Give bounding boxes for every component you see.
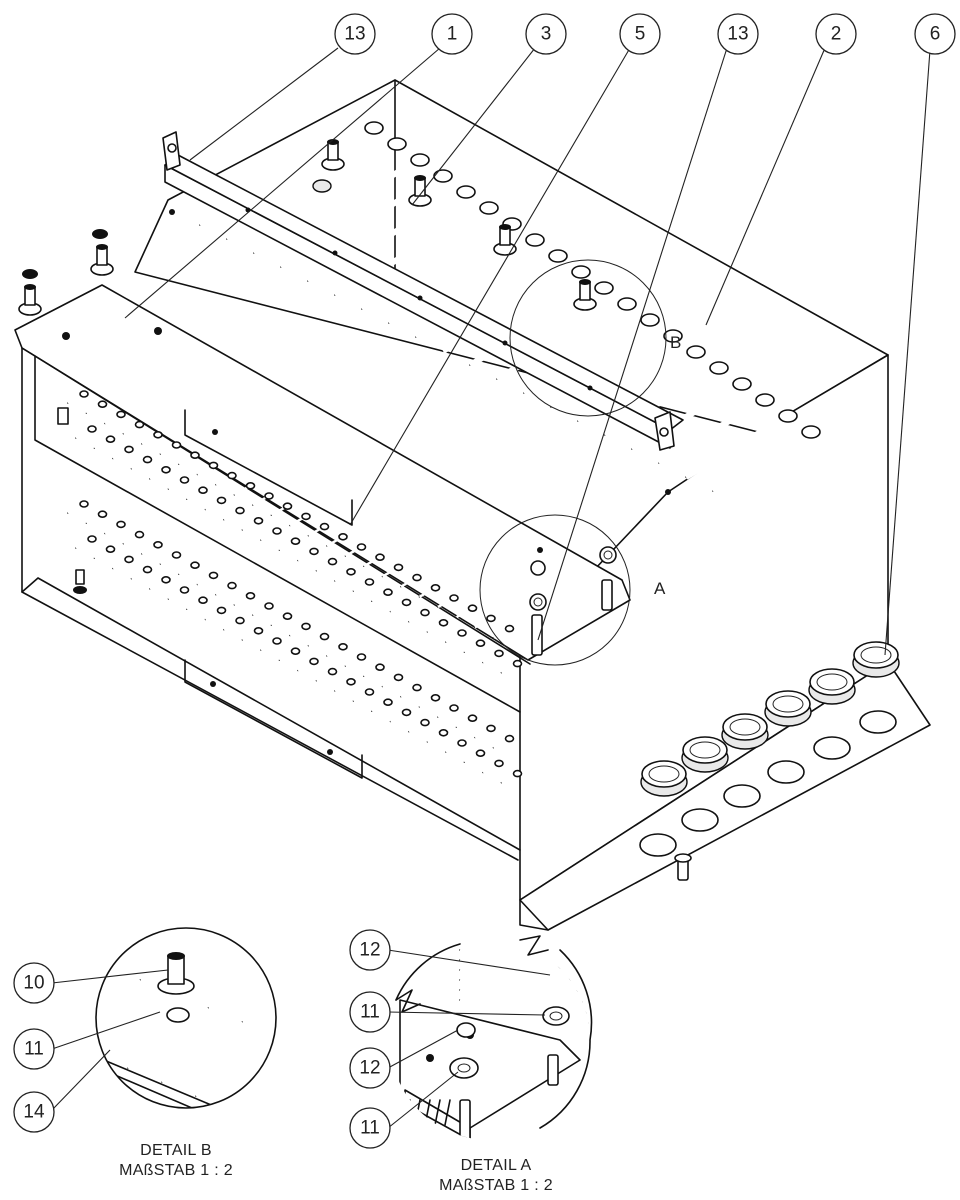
coil-bend	[548, 249, 568, 263]
flange-hole	[813, 736, 851, 760]
flange-hole	[859, 710, 897, 734]
svg-text:14: 14	[23, 1102, 45, 1123]
front-frame	[21, 347, 521, 861]
terminal-pin	[434, 1099, 441, 1126]
flange-hole	[639, 833, 677, 857]
svg-text:5: 5	[635, 24, 646, 45]
standoff	[459, 1099, 471, 1140]
detail-rail	[96, 1059, 276, 1108]
callout-2: 2	[815, 13, 857, 55]
nut	[92, 229, 108, 239]
screw	[57, 407, 69, 425]
screw	[167, 955, 185, 985]
coil-bend	[479, 201, 499, 215]
coil-bend	[778, 409, 798, 423]
svg-text:6: 6	[930, 24, 941, 45]
terminal-pins-lower	[67, 500, 523, 784]
svg-text:13: 13	[344, 24, 365, 45]
terminal-pin	[444, 1099, 451, 1126]
coil-bend	[801, 425, 821, 439]
cable-clip	[312, 179, 332, 193]
svg-text:11: 11	[360, 1002, 380, 1023]
svg-text:3: 3	[541, 24, 552, 45]
cable-grommets	[640, 641, 900, 797]
detail-a-scale: MAßSTAB 1 : 2	[439, 1177, 553, 1194]
svg-text:11: 11	[24, 1039, 44, 1060]
coil-bend	[709, 361, 729, 375]
coil-bend	[364, 121, 384, 135]
svg-text:2: 2	[831, 24, 842, 45]
callout-11-bottom: 11	[349, 1107, 391, 1149]
flange-holes	[639, 710, 897, 857]
coil-bend	[617, 297, 637, 311]
coil-tube	[263, 1063, 276, 1108]
callout-12-bottom: 12	[349, 1047, 391, 1089]
coil-bend	[387, 137, 407, 151]
svg-text:1: 1	[447, 24, 458, 45]
coil-bend	[732, 377, 752, 391]
coil-bend	[525, 233, 545, 247]
flange-screw	[674, 853, 692, 881]
svg-text:10: 10	[23, 973, 44, 994]
callout-11-top: 11	[349, 991, 391, 1033]
svg-text:12: 12	[359, 1058, 380, 1079]
clamping-rail	[162, 131, 684, 451]
main-assembly-view: B A	[14, 47, 931, 931]
callout-5: 5	[619, 13, 661, 55]
coil-bend	[571, 265, 591, 279]
top-leader-lines	[124, 47, 931, 656]
flange-hole	[723, 784, 761, 808]
coil-bend	[410, 153, 430, 167]
detail-a-circle	[479, 514, 631, 666]
callout-13-left: 13	[334, 13, 376, 55]
callout-13-right: 13	[717, 13, 759, 55]
detail-b-title: DETAIL B	[140, 1142, 212, 1159]
nut	[456, 1022, 476, 1038]
callout-6: 6	[914, 13, 956, 55]
callout-3: 3	[525, 13, 567, 55]
callout-11-detail-b: 11	[13, 1028, 55, 1070]
nut	[166, 1007, 190, 1023]
washer	[542, 1006, 570, 1026]
flange-hole	[767, 760, 805, 784]
coil-bend	[433, 169, 453, 183]
detail-b-view: 10 11 14 DETAIL B MAßSTAB 1 : 2	[13, 927, 277, 1179]
callout-12-top: 12	[349, 929, 391, 971]
detail-plate	[399, 999, 581, 1129]
svg-text:13: 13	[727, 24, 748, 45]
callout-10: 10	[13, 962, 55, 1004]
top-callouts: 13 1 3 5 13 2 6	[334, 13, 956, 55]
detail-b-scale: MAßSTAB 1 : 2	[119, 1162, 233, 1179]
callout-1: 1	[431, 13, 473, 55]
detail-a-marker: A	[654, 579, 666, 598]
standoff	[547, 1054, 559, 1086]
nut	[22, 269, 38, 279]
detail-b-marker: B	[670, 333, 681, 352]
coil-bend	[755, 393, 775, 407]
detail-a-view: 12 11 12 11 DETAIL A MAßSTAB 1 : 2	[349, 929, 593, 1194]
coil-bend	[640, 313, 660, 327]
svg-text:12: 12	[359, 940, 380, 961]
coil-bend	[594, 281, 614, 295]
detail-b-circle	[509, 259, 667, 417]
callout-14: 14	[13, 1091, 55, 1133]
nut	[547, 940, 569, 953]
flange-hole	[681, 808, 719, 832]
detail-a-title: DETAIL A	[461, 1157, 532, 1174]
svg-text:11: 11	[360, 1118, 380, 1139]
coil-bend	[663, 329, 683, 343]
coil-bend	[456, 185, 476, 199]
coil-bend	[686, 345, 706, 359]
screw	[75, 569, 85, 585]
